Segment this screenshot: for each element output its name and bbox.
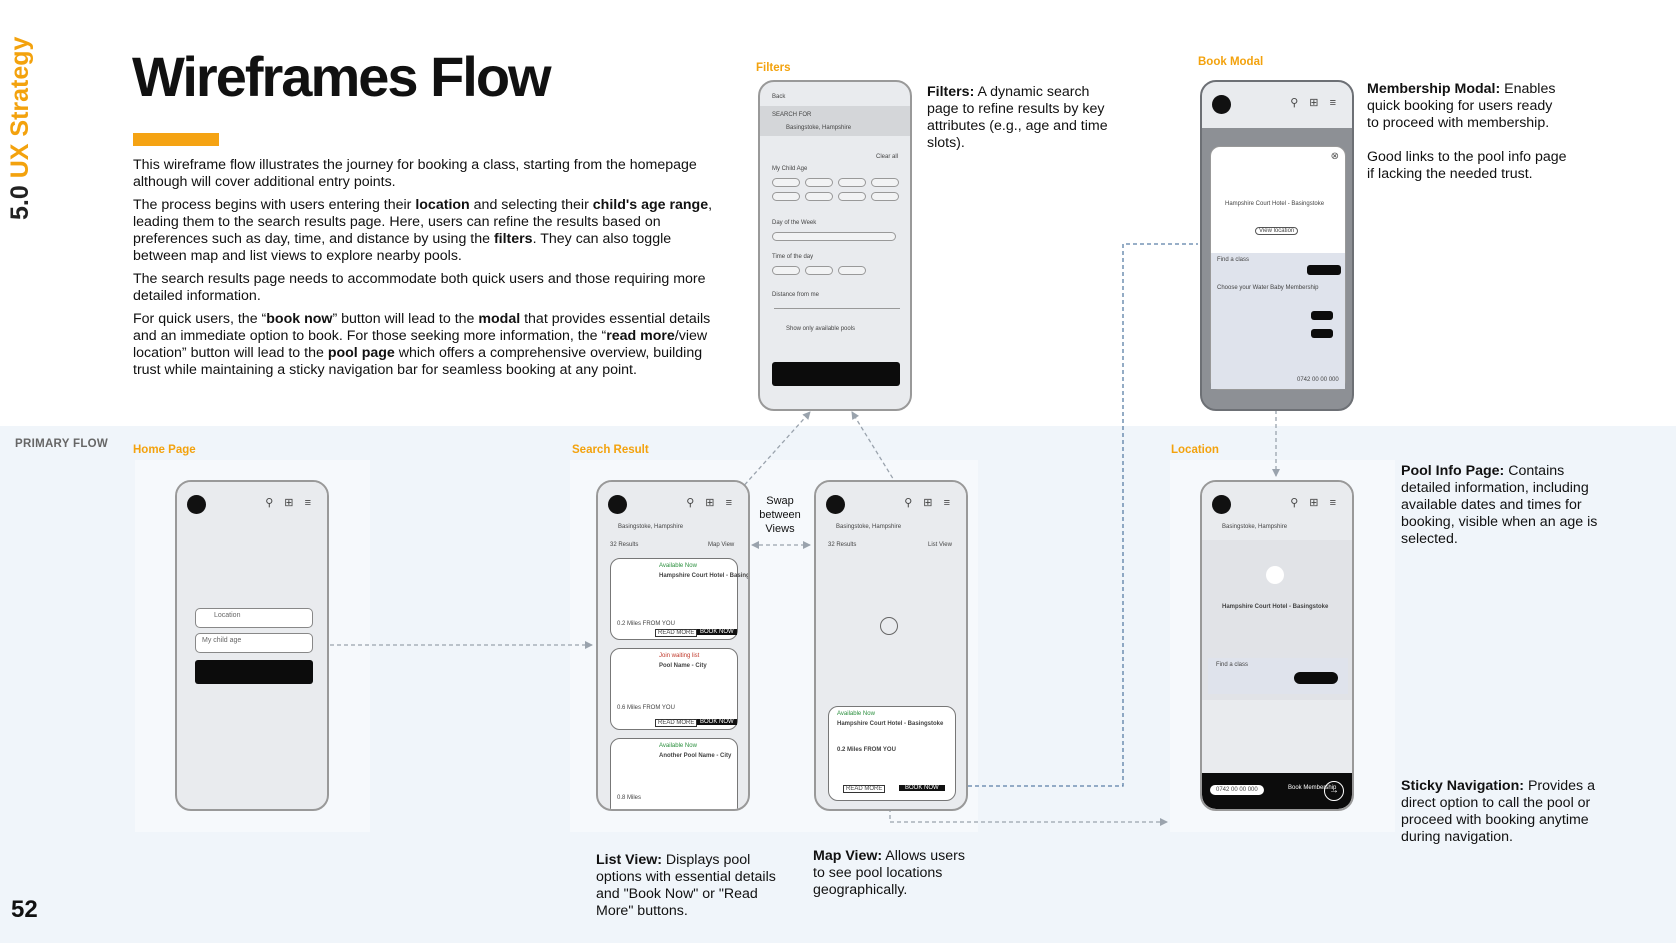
find-class-button[interactable]: [1294, 672, 1338, 684]
filters-label: Filters: [756, 62, 791, 74]
logo-icon: [1212, 495, 1231, 514]
list-view-phone: ⚲ ⊞ ≡ Basingstoke, Hampshire 32 Results …: [596, 480, 750, 811]
logo-icon: [1212, 95, 1231, 114]
intro-text: This wireframe flow illustrates the jour…: [133, 157, 713, 378]
page-number: 52: [11, 896, 38, 923]
header-icons: ⚲ ⊞ ≡: [686, 497, 736, 509]
section-tag: 5.0 UX Strategy: [6, 36, 34, 220]
title-accent-bar: [133, 133, 219, 146]
logo-icon: [187, 495, 206, 514]
map-description: Map View: Allows users to see pool locat…: [813, 848, 965, 898]
find-class-button[interactable]: [1307, 265, 1341, 275]
child-age-select[interactable]: My child age: [195, 633, 313, 653]
sticky-navigation: 0742 00 00 000 Book Membership →: [1202, 773, 1352, 809]
header-icons: ⚲ ⊞ ≡: [1290, 97, 1340, 109]
header-icons: ⚲ ⊞ ≡: [265, 497, 315, 509]
logo-icon: [826, 495, 845, 514]
home-label: Home Page: [133, 444, 196, 456]
primary-flow-label: PRIMARY FLOW: [15, 438, 109, 450]
result-card[interactable]: Join waiting list Pool Name - City 0.6 M…: [610, 648, 738, 730]
book-modal-label: Book Modal: [1198, 56, 1264, 68]
poolinfo-description: Pool Info Page: Contains detailed inform…: [1401, 463, 1598, 547]
header-icons: ⚲ ⊞ ≡: [904, 497, 954, 509]
list-description: List View: Displays pool options with es…: [596, 852, 776, 919]
result-card[interactable]: Available Now Hampshire Court Hotel - Ba…: [610, 558, 748, 640]
book-modal-phone: ⚲ ⊞ ≡ ⊗ Hampshire Court Hotel - Basingst…: [1200, 80, 1354, 411]
location-input[interactable]: Location: [195, 608, 313, 628]
location-phone: ⚲ ⊞ ≡ Basingstoke, Hampshire Hampshire C…: [1200, 480, 1354, 811]
filters-description: Filters: A dynamic search page to refine…: [927, 84, 1108, 151]
logo-icon: [608, 495, 627, 514]
distance-slider[interactable]: [774, 308, 900, 309]
membership-description: Membership Modal: Enables quick booking …: [1367, 81, 1567, 182]
header-icons: ⚲ ⊞ ≡: [1290, 497, 1340, 509]
sticky-description: Sticky Navigation: Provides a direct opt…: [1401, 778, 1595, 845]
location-pin-icon: [1266, 566, 1284, 584]
arrow-right-icon[interactable]: →: [1324, 781, 1344, 801]
page-title: Wireframes Flow: [132, 45, 552, 108]
close-icon[interactable]: ⊗: [1330, 151, 1339, 162]
home-phone: ⚲ ⊞ ≡ Location My child age: [175, 480, 329, 811]
map-pin-icon[interactable]: [880, 617, 898, 635]
filters-phone: Back SEARCH FOR Basingstoke, Hampshire C…: [758, 80, 912, 411]
search-label: Search Result: [572, 444, 649, 456]
search-button[interactable]: [195, 660, 313, 684]
map-result-card[interactable]: Available Now Hampshire Court Hotel - Ba…: [828, 706, 956, 801]
apply-filters-button[interactable]: [772, 362, 900, 386]
membership-modal: ⊗ Hampshire Court Hotel - Basingstoke Vi…: [1210, 146, 1346, 390]
result-card[interactable]: Available Now Another Pool Name - City 0…: [610, 738, 738, 809]
swap-views-label: Swap between Views: [759, 495, 801, 535]
map-view-phone: ⚲ ⊞ ≡ Basingstoke, Hampshire 32 Results …: [814, 480, 968, 811]
location-label: Location: [1171, 444, 1219, 456]
